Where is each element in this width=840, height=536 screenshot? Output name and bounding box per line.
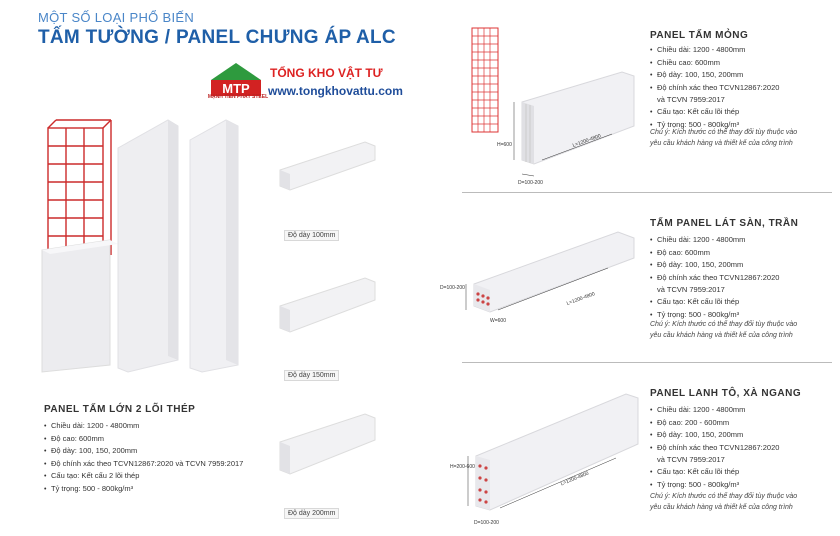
spec-item: •Độ dày: 100, 150, 200mm — [650, 260, 744, 270]
floor-panel-illustration — [465, 231, 635, 313]
panel-thin-title: PANEL TẤM MỎNG — [650, 30, 749, 41]
spec-item: •Chiều dài: 1200 - 4800mm — [650, 405, 746, 414]
thickness-sample-100: Độ dày 100mm — [270, 130, 380, 242]
spec-item: •Cấu tạo: Kết cấu lõi thép — [650, 296, 740, 306]
panel-floor-note: Chú ý: Kích thước có thể thay đổi tùy th… — [650, 321, 798, 339]
spec-item: và TCVN 7959:2017 — [657, 95, 725, 105]
thickness-sample-150: Độ dày 150mm — [270, 266, 380, 382]
spec-item: •Độ cao: 600mm — [650, 247, 710, 257]
spec-item: •Độ dày: 100, 150, 200mm — [44, 446, 138, 456]
page-subtitle: MỘT SỐ LOẠI PHỔ BIẾN — [38, 10, 195, 25]
spec-item: •Độ chính xác theo TCVN12867:2020 và TCV… — [44, 458, 244, 468]
spec-item: •Độ dày: 100, 150, 200mm — [650, 430, 744, 440]
wall-panel-illustration — [41, 119, 239, 373]
panel-lintel-note: Chú ý: Kích thước có thể thay đổi tùy th… — [650, 493, 798, 511]
panel-large-title: PANEL TẤM LỚN 2 LÕI THÉP — [44, 404, 196, 415]
panel-large-specs: •Chiều dài: 1200 - 4800mm •Độ cao: 600mm… — [44, 420, 243, 496]
spec-item: •Cấu tạo: Kết cấu lõi thép — [650, 466, 740, 476]
dimension-label: D=100-200 — [518, 180, 543, 186]
spec-item: •Chiều dài: 1200 - 4800mm — [650, 235, 746, 244]
dimension-label: H=600 — [497, 142, 512, 148]
section-divider — [462, 192, 832, 193]
spec-item: •Tỷ trọng: 500 - 800kg/m³ — [650, 119, 740, 129]
spec-item: •Cấu tạo: Kết cấu lõi thép — [650, 106, 740, 116]
panel-lintel-specs: •Chiều dài: 1200 - 4800mm •Độ cao: 200 -… — [650, 404, 779, 491]
spec-item: •Độ chính xác theo TCVN12867:2020 — [650, 82, 780, 92]
panel-thin-specs: •Chiều dài: 1200 - 4800mm •Chiều cao: 60… — [650, 44, 779, 131]
thickness-caption: Độ dày 100mm — [284, 230, 340, 241]
spec-item: •Độ cao: 600mm — [44, 433, 104, 443]
spec-item: •Chiều dài: 1200 - 4800mm — [650, 45, 746, 54]
thin-panel-illustration — [471, 27, 635, 177]
dimension-label: D=100-200 — [440, 285, 465, 291]
spec-item: •Tỷ trọng: 500 - 800kg/m³ — [650, 479, 740, 489]
dimension-label: W=600 — [490, 318, 506, 324]
spec-item: •Chiều cao: 600mm — [650, 57, 720, 67]
spec-item: •Cấu tạo: Kết cấu 2 lõi thép — [44, 471, 140, 481]
rebar-holes-icon — [478, 464, 488, 504]
logo-subtitle: MẠNH TIẾN PHÁT STEEL — [207, 94, 269, 100]
spec-item: •Chiều dài: 1200 - 4800mm — [44, 421, 140, 430]
logo-text: MTP — [222, 81, 250, 96]
rebar-grid-icon — [471, 27, 499, 133]
spec-item: •Độ cao: 200 - 600mm — [650, 417, 730, 427]
brand-name: TỔNG KHO VẬT TƯ — [270, 66, 383, 80]
spec-item: •Độ chính xác theo TCVN12867:2020 — [650, 272, 780, 282]
spec-item: •Tỷ trọng: 500 - 800kg/m³ — [44, 483, 134, 493]
panel-floor-specs: •Chiều dài: 1200 - 4800mm •Độ cao: 600mm… — [650, 234, 779, 321]
thickness-caption: Độ dày 150mm — [284, 370, 340, 381]
panel-thin-note: Chú ý: Kích thước có thể thay đổi tùy th… — [650, 129, 798, 147]
spec-item: •Tỷ trọng: 500 - 800kg/m³ — [650, 309, 740, 319]
spec-item: và TCVN 7959:2017 — [657, 285, 725, 295]
spec-item: và TCVN 7959:2017 — [657, 455, 725, 465]
panel-lintel-title: PANEL LANH TÔ, XÀ NGANG — [650, 388, 802, 399]
spec-item: •Độ chính xác theo TCVN12867:2020 — [650, 442, 780, 452]
core-holes-icon — [476, 292, 490, 306]
website-link[interactable]: www.tongkhovattu.com — [268, 84, 403, 98]
lintel-panel-illustration — [467, 393, 639, 511]
thickness-caption: Độ dày 200mm — [284, 508, 340, 519]
mtp-logo: MTP — [211, 63, 261, 96]
panel-floor-title: TẤM PANEL LÁT SÀN, TRẦN — [650, 218, 799, 229]
section-divider — [462, 362, 832, 363]
spec-item: •Độ dày: 100, 150, 200mm — [650, 70, 744, 80]
dimension-label: H=200-600 — [450, 464, 475, 470]
dimension-label: D=100-200 — [474, 520, 499, 526]
thickness-sample-200: Độ dày 200mm — [270, 402, 380, 520]
page-title: TẤM TƯỜNG / PANEL CHƯNG ÁP ALC — [38, 27, 396, 48]
